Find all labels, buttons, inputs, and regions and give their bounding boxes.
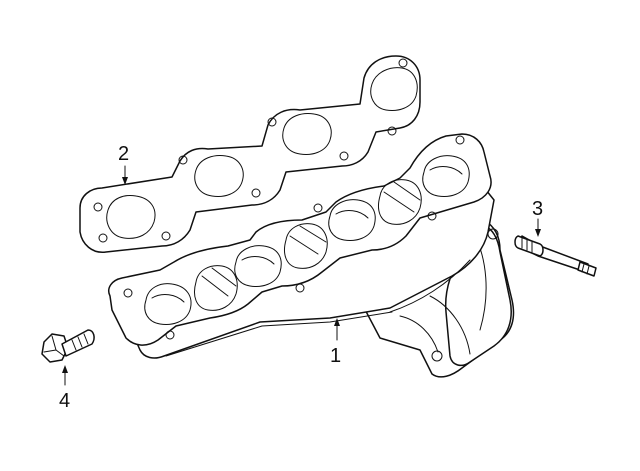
arrow-up-icon [62,365,68,373]
callout-3-label: 3 [532,198,543,220]
callout-3: 3 [532,198,543,237]
manifold-gasket-icon [79,55,421,253]
callout-2: 2 [118,143,129,185]
callout-4: 4 [59,365,70,412]
arrow-down-icon [535,229,541,237]
stud-icon [514,235,597,277]
arrow-down-icon [122,177,128,185]
arrow-up-icon [334,318,340,326]
callout-4-label: 4 [59,390,70,412]
callout-1: 1 [330,318,341,367]
callout-1-label: 1 [330,345,341,367]
exhaust-manifold-icon [108,133,515,378]
callout-2-label: 2 [118,143,129,165]
bolt-icon [41,329,95,363]
